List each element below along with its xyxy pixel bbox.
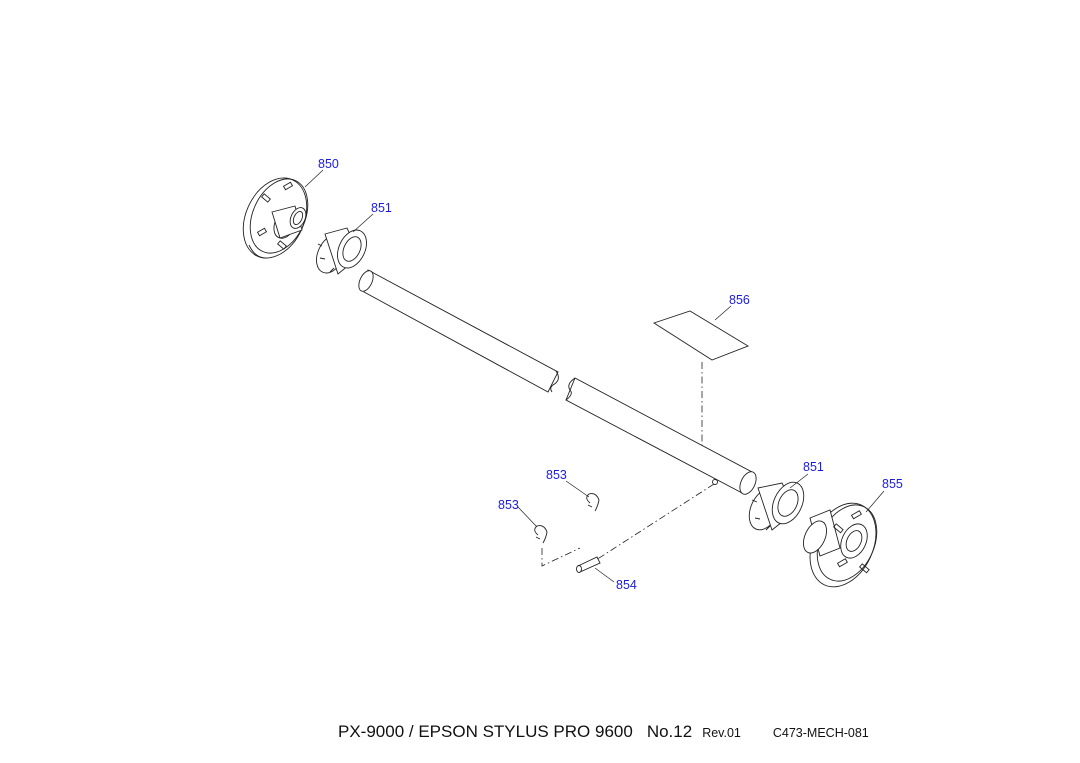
label-855: 855: [882, 477, 903, 491]
page-footer: PX-9000 / EPSON STYLUS PRO 9600 No.12 Rev.…: [338, 722, 869, 742]
model-title: PX-9000 / EPSON STYLUS PRO 9600: [338, 722, 633, 741]
revision: Rev.01: [702, 726, 741, 740]
left-bushing-851: [316, 227, 367, 275]
label-850: 850: [318, 157, 339, 171]
shaft-right-section: [565, 377, 757, 495]
leader-lines: [304, 169, 885, 583]
label-856: 856: [729, 293, 750, 307]
shaft-left-section: [358, 269, 559, 393]
label-853-upper: 853: [546, 468, 567, 482]
document-code: C473-MECH-081: [772, 726, 869, 740]
left-flange-850: [242, 177, 309, 259]
label-854: 854: [616, 578, 637, 592]
label-853-lower: 853: [498, 498, 519, 512]
page-number: No.12: [646, 722, 693, 741]
label-851-right: 851: [803, 460, 824, 474]
pin-854: [576, 556, 601, 573]
assembly-guide-lines: [541, 362, 715, 567]
e-ring-853-upper: [586, 493, 600, 512]
label-851-left: 851: [371, 201, 392, 215]
right-bushing-851: [748, 481, 805, 531]
e-ring-853-lower: [534, 525, 548, 544]
label-sheet-856: [652, 310, 750, 361]
right-flange-855: [802, 502, 878, 588]
